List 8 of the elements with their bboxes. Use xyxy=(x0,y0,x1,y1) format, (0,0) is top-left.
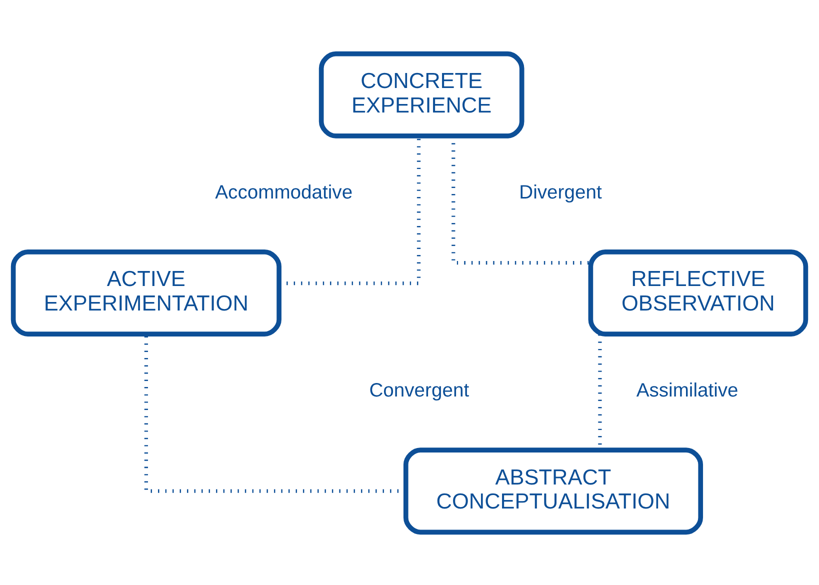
label: Divergent xyxy=(519,182,602,204)
node-box: ACTIVE EXPERIMENTATION xyxy=(10,249,282,336)
node-box: CONCRETE EXPERIENCE xyxy=(318,50,524,138)
label: Assimilative xyxy=(636,380,738,402)
label: Accommodative xyxy=(215,182,353,204)
node-box: REFLECTIVE OBSERVATION xyxy=(588,249,808,336)
label: Convergent xyxy=(369,380,470,402)
node-box: ABSTRACT CONCEPTUALISATION xyxy=(403,447,704,534)
